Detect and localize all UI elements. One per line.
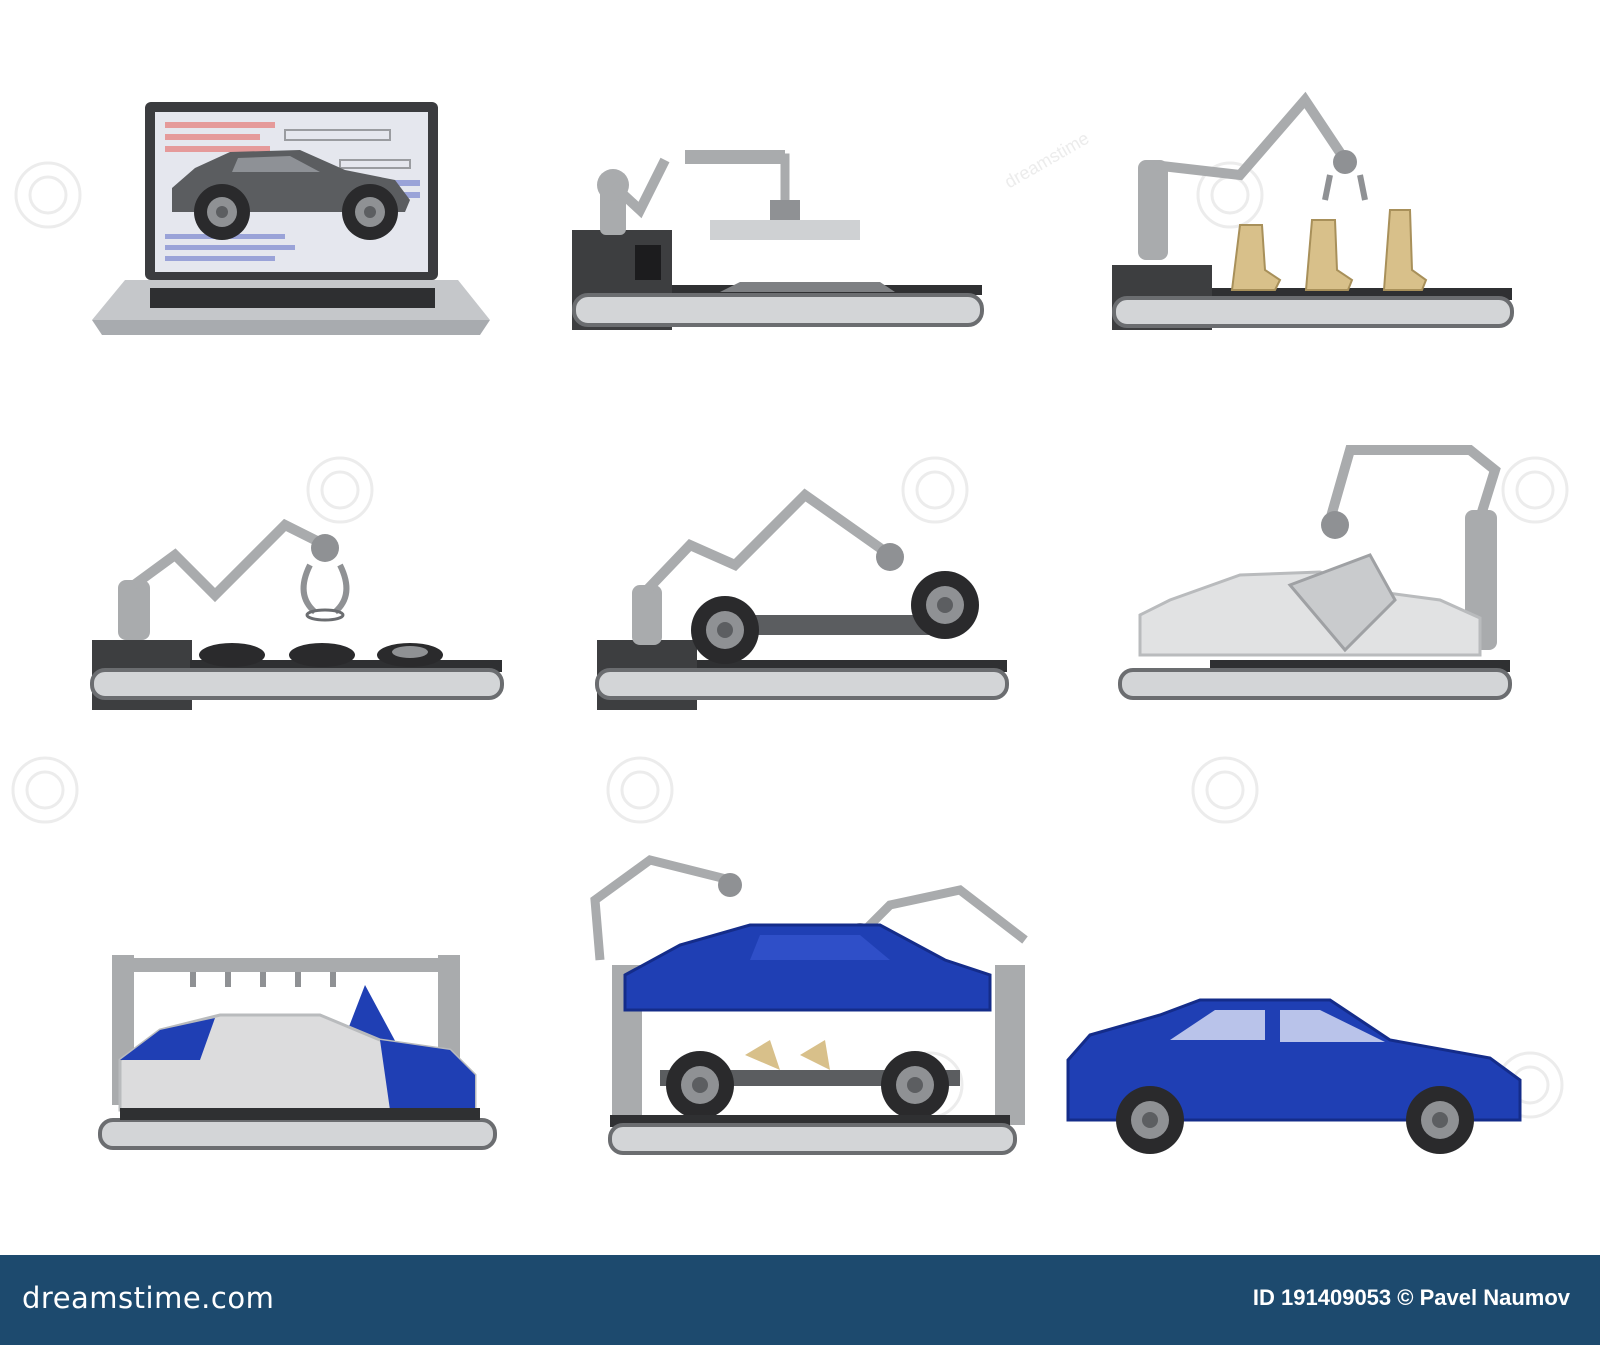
paint-station-icon — [98, 955, 497, 1150]
footer-bar: dreamstime.com ID 191409053 © Pavel Naum… — [0, 1255, 1600, 1345]
illustration-canvas — [11, 91, 1569, 1155]
finished-car-icon — [1066, 998, 1522, 1154]
footer-logo: dreamstime.com — [22, 1281, 275, 1315]
seat-robot-icon — [1112, 91, 1514, 330]
footer-credit: ID 191409053 © Pavel Naumov — [1252, 1285, 1570, 1310]
tire-robot-icon — [90, 518, 504, 710]
laptop-car-design-icon — [92, 102, 490, 335]
chassis-robot-icon — [595, 488, 1009, 710]
press-robot-icon — [572, 150, 984, 330]
body-door-robot-icon — [1118, 445, 1512, 700]
body-chassis-robot-icon — [590, 855, 1028, 1155]
